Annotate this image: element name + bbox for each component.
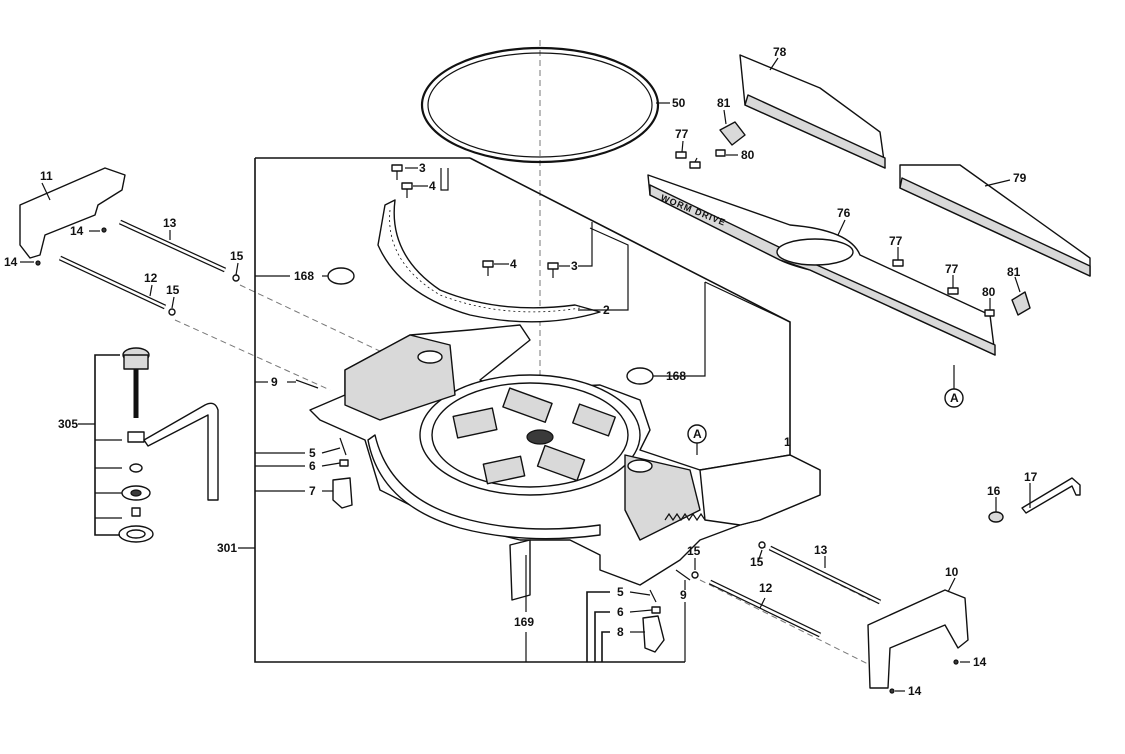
pin-part-5-right xyxy=(649,589,657,603)
callout-14-left-upper: 14 xyxy=(70,224,84,238)
ring-part-15-right-upper xyxy=(691,571,699,579)
callout-77-upper: 77 xyxy=(675,127,689,141)
screw-part-14-left-a xyxy=(101,227,107,233)
callout-4-upper: 4 xyxy=(429,179,436,193)
callout-9-left: 9 xyxy=(271,375,278,389)
screw-part-4-lower xyxy=(482,260,494,276)
ring-part-15-left-upper xyxy=(232,274,240,282)
callout-14-right-lower: 14 xyxy=(908,684,922,698)
callout-305: 305 xyxy=(58,417,78,431)
screw-part-77-b xyxy=(689,161,701,169)
knob-part-81-lower xyxy=(1011,291,1031,316)
callout-6-left: 6 xyxy=(309,459,316,473)
screw-part-6-left xyxy=(339,459,349,467)
ring-part-15-left-lower xyxy=(168,308,176,316)
pin-part-9-left xyxy=(295,379,319,389)
miter-table-base xyxy=(309,324,821,586)
extension-wing-part-10 xyxy=(867,589,969,689)
ring-part-15-right-lower xyxy=(758,541,766,549)
callout-81-upper: 81 xyxy=(717,96,731,110)
screw-part-14-right-a xyxy=(953,659,959,665)
callout-77-middle: 77 xyxy=(889,234,903,248)
screw-part-14-right-b xyxy=(889,688,895,694)
screw-part-4-upper xyxy=(401,182,413,198)
plate-part-169 xyxy=(509,539,531,601)
pin-part-5-left xyxy=(339,437,347,456)
callout-79: 79 xyxy=(1013,171,1027,185)
set-screw-part-16 xyxy=(988,511,1004,523)
callout-10: 10 xyxy=(945,565,959,579)
callout-15-left-upper: 15 xyxy=(230,249,244,263)
callout-13-right: 13 xyxy=(814,543,828,557)
clamp-bracket-305 xyxy=(94,354,120,536)
callout-14-right-upper: 14 xyxy=(973,655,987,669)
callout-5-left: 5 xyxy=(309,446,316,460)
bevel-scale-part-2 xyxy=(377,199,601,323)
callout-17: 17 xyxy=(1024,470,1038,484)
callout-15-left-lower: 15 xyxy=(166,283,180,297)
callout-12-left: 12 xyxy=(144,271,158,285)
screw-part-77-d xyxy=(947,287,959,295)
screw-part-80-lower xyxy=(984,309,995,317)
callout-12-right: 12 xyxy=(759,581,773,595)
callout-77-lower: 77 xyxy=(945,262,959,276)
callout-301: 301 xyxy=(217,541,237,555)
clamp-assembly-part-305 xyxy=(118,347,219,543)
sticker-part-168-left xyxy=(327,267,355,285)
callout-9-right: 9 xyxy=(680,588,687,602)
callout-81-lower: 81 xyxy=(1007,265,1021,279)
callout-8: 8 xyxy=(617,625,624,639)
callout-14-left-lower: 14 xyxy=(4,255,18,269)
sticker-part-168-right xyxy=(626,367,654,385)
callout-11: 11 xyxy=(40,169,53,183)
assembly-bracket-301 xyxy=(254,158,685,663)
callout-13-left: 13 xyxy=(163,216,177,230)
screw-part-3-lower xyxy=(547,262,559,278)
callout-16: 16 xyxy=(987,484,1001,498)
callout-7: 7 xyxy=(309,484,316,498)
callout-80-upper: 80 xyxy=(741,148,755,162)
callout-15-right-lower: 15 xyxy=(750,555,764,569)
hex-key-part-17 xyxy=(1021,477,1081,514)
callout-80-lower: 80 xyxy=(982,285,996,299)
knob-part-81-upper xyxy=(719,121,746,146)
extension-wing-part-11 xyxy=(19,167,126,259)
callout-6-right: 6 xyxy=(617,605,624,619)
callout-76: 76 xyxy=(837,206,851,220)
callout-15-right-upper: 15 xyxy=(687,544,701,558)
reference-mark-a-fence-label: A xyxy=(950,391,959,405)
callout-168-left: 168 xyxy=(294,269,314,283)
sub-fence-part-78 xyxy=(739,54,886,169)
screw-part-3-upper xyxy=(391,164,403,180)
guide-line-left-rod-2 xyxy=(174,319,331,391)
guide-line-right-rod-2 xyxy=(699,579,871,666)
callout-78: 78 xyxy=(773,45,787,59)
screw-part-77-a xyxy=(675,151,687,159)
callout-50: 50 xyxy=(672,96,686,110)
ring-part-50 xyxy=(420,46,660,164)
callout-169: 169 xyxy=(514,615,534,629)
reference-mark-a-table-label: A xyxy=(693,427,702,441)
callout-3-lower: 3 xyxy=(571,259,578,273)
screw-part-6-right xyxy=(651,606,661,614)
callout-4-lower: 4 xyxy=(510,257,517,271)
bracket-part-8 xyxy=(642,615,665,653)
pin-part-9-right xyxy=(675,569,691,581)
screw-part-14-left-b xyxy=(35,260,41,266)
callout-1: 1 xyxy=(784,435,791,449)
callout-2: 2 xyxy=(603,303,610,317)
screw-part-80-upper xyxy=(715,149,726,157)
callout-168-right: 168 xyxy=(666,369,686,383)
callout-3-upper: 3 xyxy=(419,161,426,175)
fence-part-76: WORM DRIVE xyxy=(647,174,996,356)
screw-part-77-c xyxy=(892,259,904,267)
callout-5-right: 5 xyxy=(617,585,624,599)
bracket-part-7 xyxy=(332,477,353,509)
